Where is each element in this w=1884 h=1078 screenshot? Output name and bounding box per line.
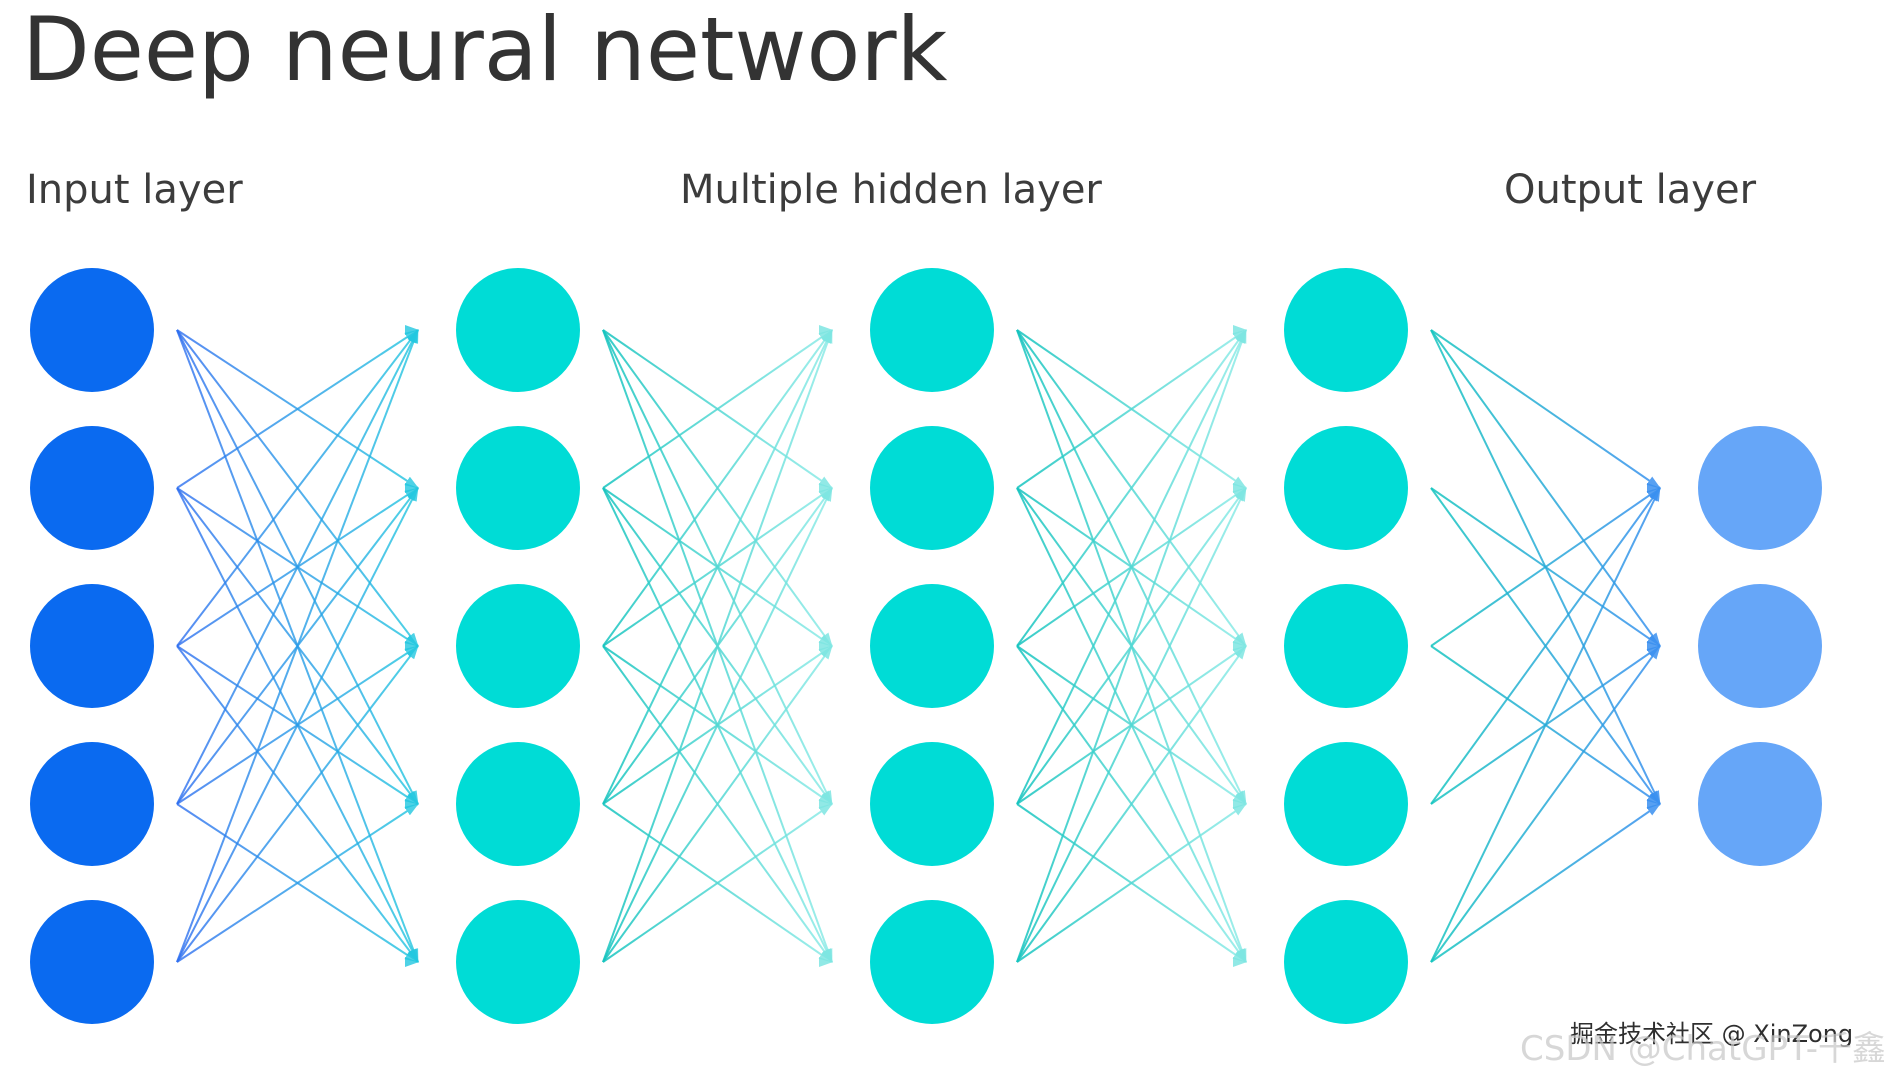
edge-l3-n4-to-l4-n1 [1430, 645, 1661, 963]
edge-l0-n4-to-l1-n3 [176, 803, 419, 963]
watermark-juejin: 掘金技术社区 @ XinZong [1570, 1020, 1853, 1048]
input-node-l0-n3 [30, 742, 154, 866]
hidden-node-l1-n3 [456, 742, 580, 866]
edge-l1-n1-to-l2-n0 [602, 329, 833, 489]
hidden-node-l2-n4 [870, 900, 994, 1024]
output-node-l4-n1 [1698, 584, 1822, 708]
hidden-node-l2-n1 [870, 426, 994, 550]
edge-l0-n1-to-l1-n0 [176, 329, 419, 489]
input-node-l0-n1 [30, 426, 154, 550]
edge-l3-n2-to-l4-n0 [1430, 487, 1661, 647]
hidden-node-l2-n3 [870, 742, 994, 866]
input-node-l0-n0 [30, 268, 154, 392]
hidden-node-l3-n3 [1284, 742, 1408, 866]
edge-l3-n4-to-l4-n2 [1430, 803, 1661, 963]
edge-l0-n4-to-l1-n1 [176, 487, 419, 963]
edge-l2-n2-to-l3-n0 [1016, 329, 1247, 647]
connections-group [176, 325, 1661, 967]
hidden-node-l2-n2 [870, 584, 994, 708]
edge-l0-n3-to-l1-n0 [176, 329, 419, 805]
edge-l3-n0-to-l4-n0 [1430, 329, 1661, 489]
hidden-layer-label: Multiple hidden layer [680, 167, 1102, 213]
hidden-node-l1-n4 [456, 900, 580, 1024]
watermark: 掘金技术社区 @ XinZong CSDN @ChatGPT-千鑫 [1520, 1020, 1884, 1069]
edge-l0-n2-to-l1-n0 [176, 329, 419, 647]
output-node-l4-n2 [1698, 742, 1822, 866]
edge-l2-n1-to-l3-n0 [1016, 329, 1247, 489]
edge-l1-n4-to-l2-n1 [602, 487, 833, 963]
diagram-title: Deep neural network [22, 0, 948, 101]
edge-l2-n4-to-l3-n0 [1016, 329, 1247, 963]
edge-l1-n4-to-l2-n0 [602, 329, 833, 963]
edge-l2-n4-to-l3-n3 [1016, 803, 1247, 963]
output-layer-label: Output layer [1504, 167, 1757, 213]
hidden-node-l3-n4 [1284, 900, 1408, 1024]
nodes-group [30, 268, 1822, 1024]
input-layer-label: Input layer [26, 167, 243, 213]
hidden-node-l1-n1 [456, 426, 580, 550]
edge-l0-n4-to-l1-n0 [176, 329, 419, 963]
hidden-node-l2-n0 [870, 268, 994, 392]
hidden-node-l3-n2 [1284, 584, 1408, 708]
hidden-node-l1-n0 [456, 268, 580, 392]
edge-l3-n3-to-l4-n0 [1430, 487, 1661, 805]
output-node-l4-n0 [1698, 426, 1822, 550]
hidden-node-l3-n1 [1284, 426, 1408, 550]
edge-l2-n4-to-l3-n1 [1016, 487, 1247, 963]
edge-l1-n4-to-l2-n3 [602, 803, 833, 963]
edge-l2-n4-to-l3-n2 [1016, 645, 1247, 963]
input-node-l0-n4 [30, 900, 154, 1024]
edge-l1-n2-to-l2-n0 [602, 329, 833, 647]
edge-l2-n3-to-l3-n0 [1016, 329, 1247, 805]
hidden-node-l3-n0 [1284, 268, 1408, 392]
hidden-node-l1-n2 [456, 584, 580, 708]
watermark-csdn: CSDN @ChatGPT-千鑫 [1520, 1029, 1884, 1069]
input-node-l0-n2 [30, 584, 154, 708]
edge-l1-n4-to-l2-n2 [602, 645, 833, 963]
edge-l3-n4-to-l4-n0 [1430, 487, 1661, 963]
edge-l0-n4-to-l1-n2 [176, 645, 419, 963]
edge-l1-n3-to-l2-n0 [602, 329, 833, 805]
